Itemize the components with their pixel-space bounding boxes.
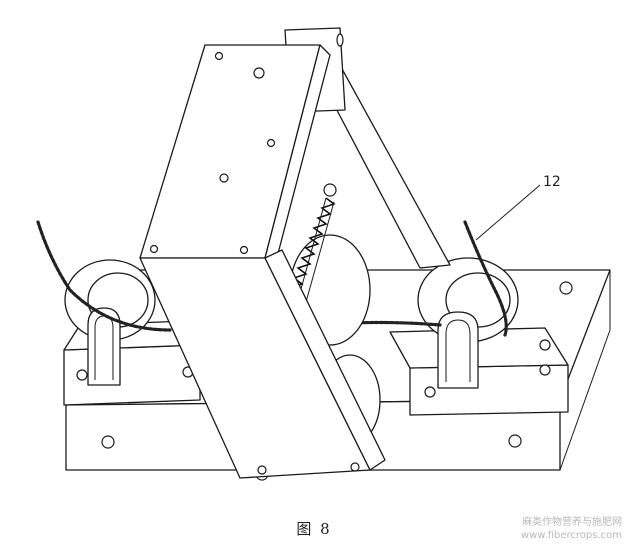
right-pulley-bracket xyxy=(437,311,479,389)
base-hole xyxy=(559,281,573,295)
block-hole xyxy=(424,386,436,398)
block-hole xyxy=(539,339,551,351)
callout-leader xyxy=(475,184,541,241)
watermark-line: 麻类作物营养与施肥网 xyxy=(522,517,622,528)
front-plate xyxy=(139,249,386,479)
figure-caption: 图 8 xyxy=(296,520,332,538)
block-hole xyxy=(76,369,88,381)
watermark: 麻类作物营养与施肥网 www.fibercrops.com xyxy=(472,516,622,542)
mechanical-assembly-drawing xyxy=(36,27,611,481)
base-hole xyxy=(508,434,522,448)
watermark-line: www.fibercrops.com xyxy=(520,530,622,541)
right-pulley-block xyxy=(313,220,569,416)
callout-label: 12 xyxy=(543,174,561,190)
base-hole xyxy=(101,435,115,449)
left-rope xyxy=(36,220,172,332)
right-rope xyxy=(463,220,508,337)
block-hole xyxy=(539,364,551,376)
upper-plate xyxy=(139,44,331,266)
